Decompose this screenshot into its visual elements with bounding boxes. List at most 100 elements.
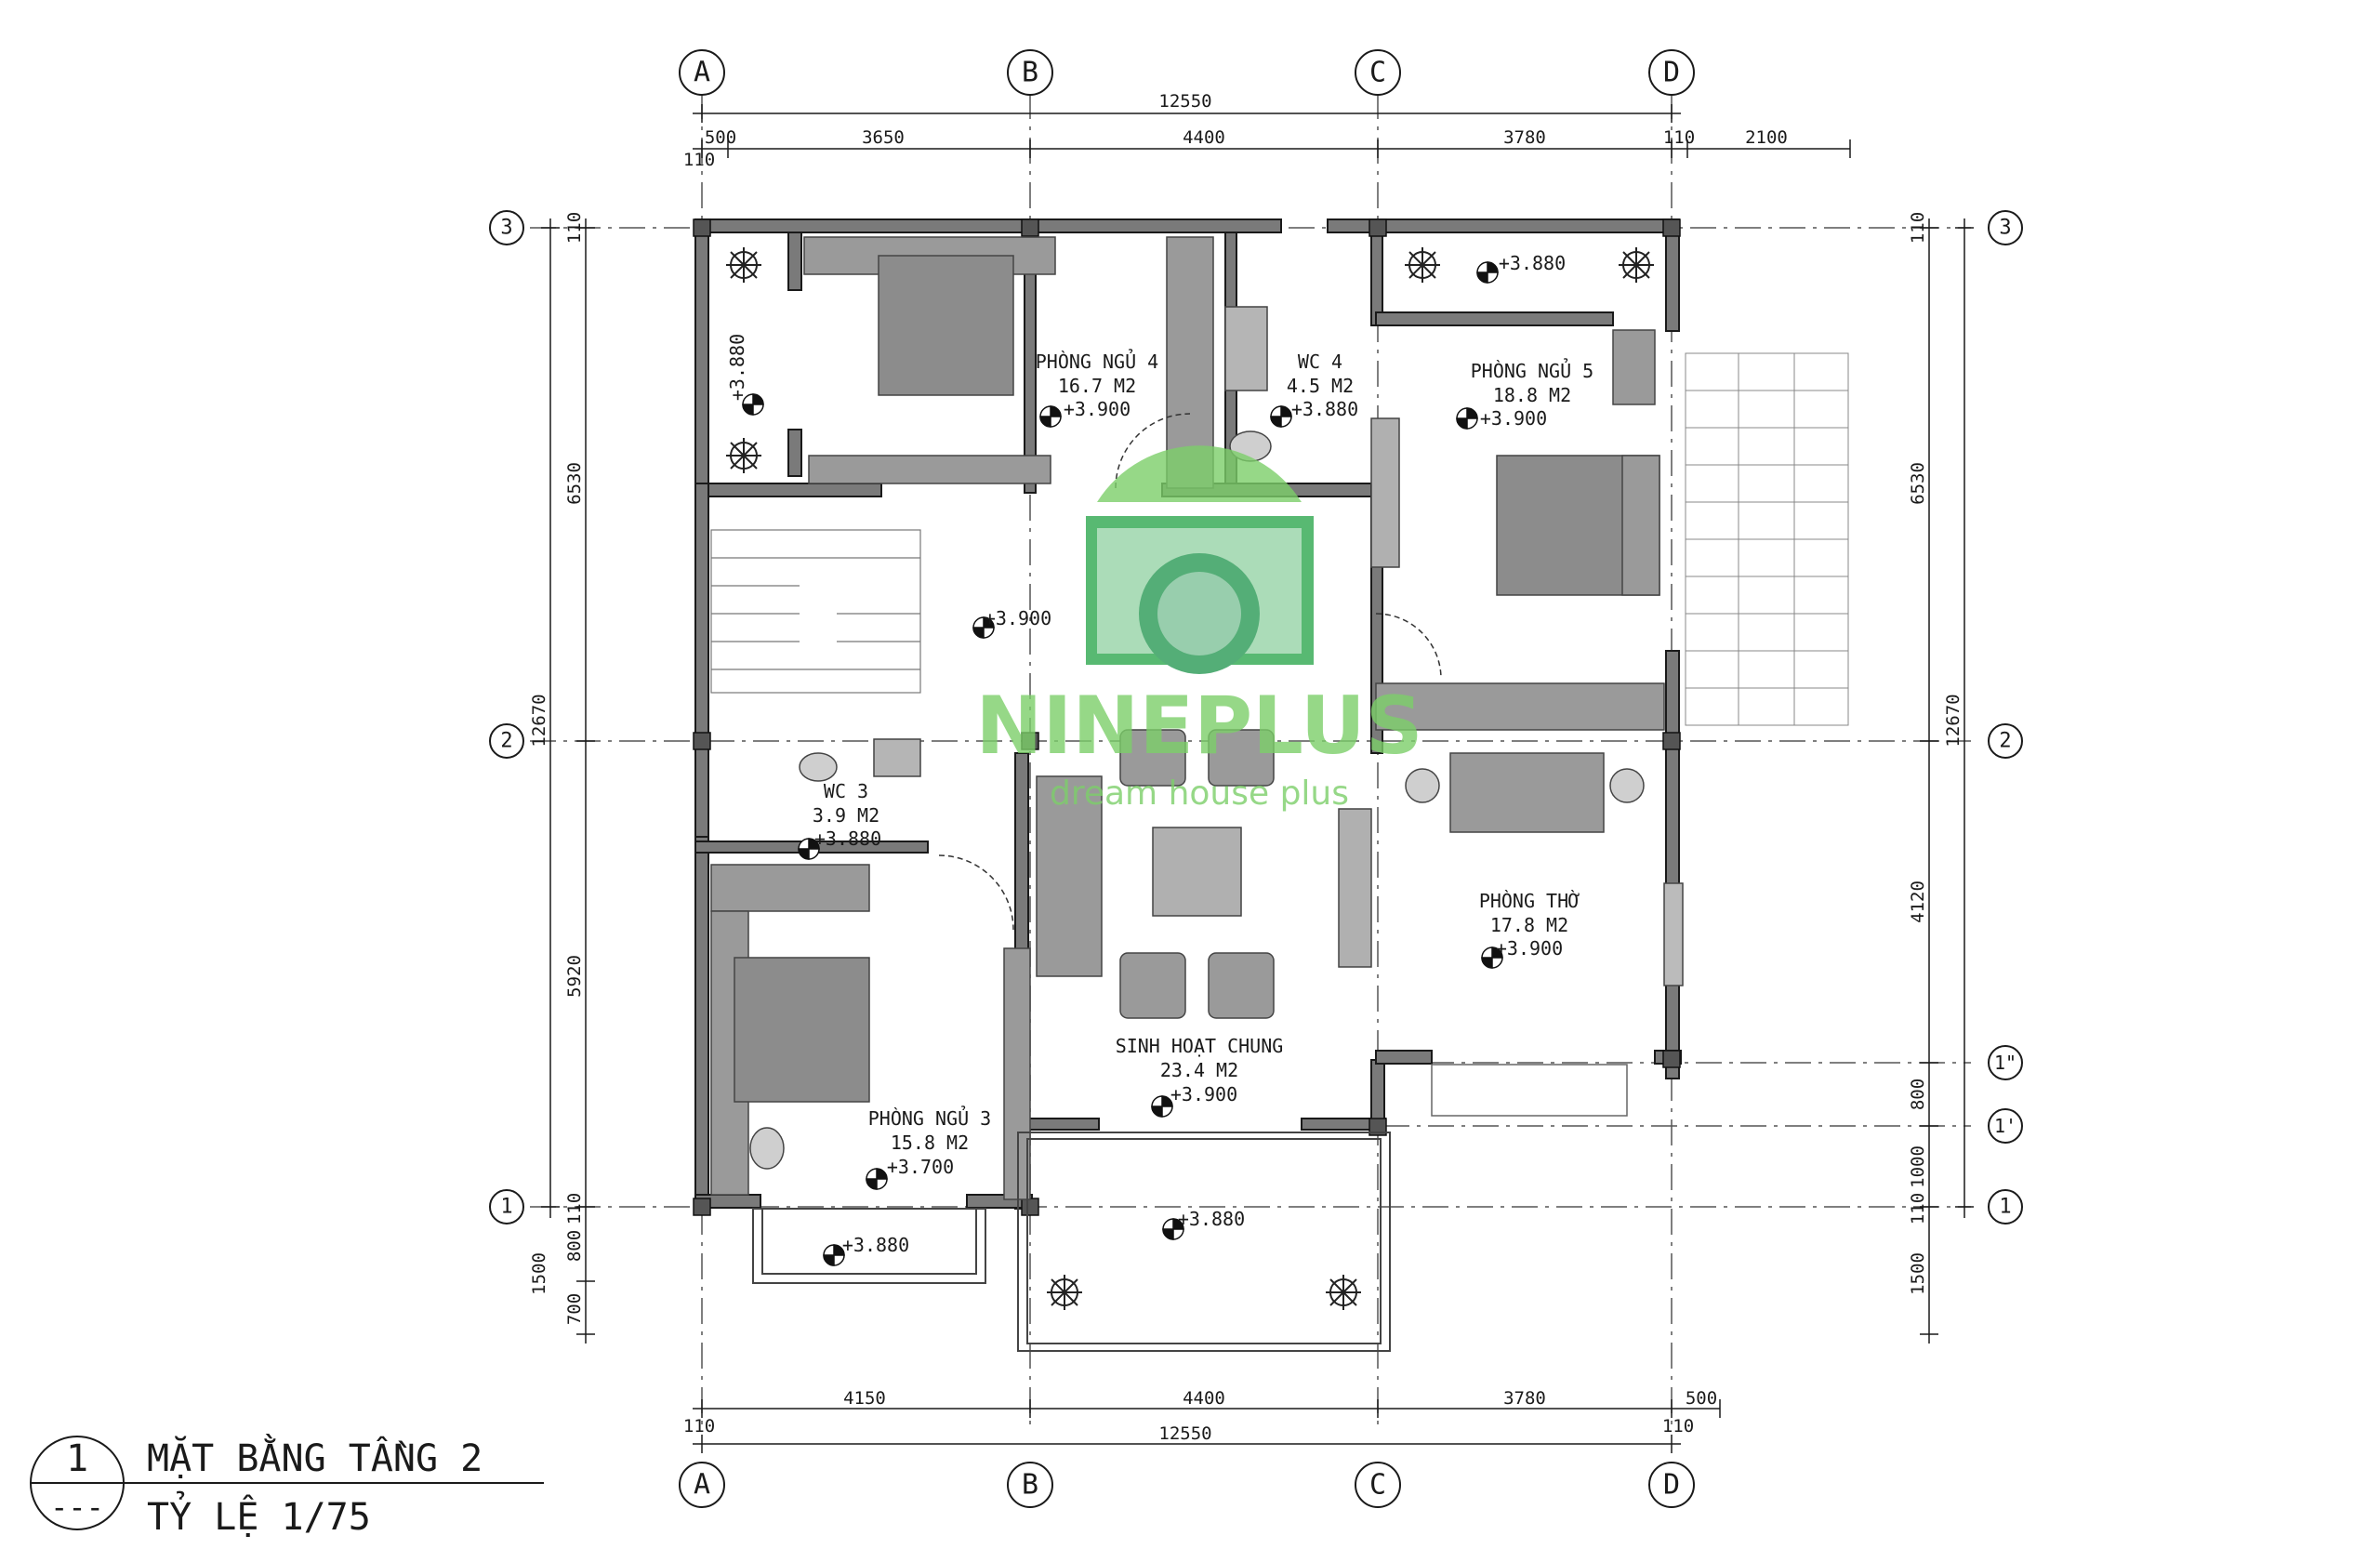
- drawing-title: MẶT BẰNG TẦNG 2: [147, 1433, 483, 1480]
- dim-right-4120: 4120: [1908, 880, 1928, 923]
- level-balcony-top-left: +3.880: [726, 334, 748, 401]
- dim-top-2100: 2100: [1745, 127, 1788, 148]
- room-bedroom-3: PHÒNG NGỦ 3 15.8 M2 +3.700: [868, 1105, 991, 1178]
- dimension-text: 12550 500 3650 4400 3780 110 2100 110 41…: [529, 91, 1964, 1444]
- svg-text:4.5 M2: 4.5 M2: [1287, 375, 1354, 397]
- dim-left-700: 700: [564, 1293, 585, 1325]
- dim-top-3650: 3650: [862, 127, 905, 148]
- svg-text:PHÒNG THỜ: PHÒNG THỜ: [1479, 890, 1580, 912]
- axis-row-3: 3: [500, 217, 512, 240]
- level-balcony-bottom-mid: +3.880: [1178, 1208, 1245, 1230]
- brand-watermark: NINEPLUS dream house plus: [975, 445, 1423, 813]
- svg-text:WC 3: WC 3: [824, 780, 868, 802]
- dim-top-110: 110: [1663, 127, 1695, 148]
- svg-text:SINH HOẠT CHUNG: SINH HOẠT CHUNG: [1116, 1035, 1284, 1057]
- dim-right-1000: 1000: [1908, 1145, 1928, 1188]
- dim-bottom-right-110: 110: [1662, 1416, 1694, 1436]
- axis-col-b: B: [1022, 57, 1038, 89]
- dim-left-110-top: 110: [564, 212, 585, 244]
- level-labels: +3.880 +3.880 +3.900 +3.880 +3.880: [726, 252, 1566, 1256]
- dim-left-balcony: 1500: [529, 1252, 549, 1295]
- dim-bottom-4150: 4150: [843, 1388, 886, 1409]
- plant-icons: [726, 247, 1654, 1310]
- room-wc-3: WC 3 3.9 M2 +3.880: [813, 780, 881, 850]
- level-balcony-top-right: +3.880: [1499, 252, 1566, 274]
- dim-left-110-bottom: 110: [564, 1193, 585, 1224]
- dim-bottom-4400: 4400: [1183, 1388, 1225, 1409]
- svg-text:WC 4: WC 4: [1298, 351, 1342, 373]
- svg-text:PHÒNG NGỦ 4: PHÒNG NGỦ 4: [1036, 349, 1158, 373]
- svg-text:23.4 M2: 23.4 M2: [1160, 1059, 1238, 1081]
- svg-text:15.8 M2: 15.8 M2: [891, 1132, 969, 1154]
- dim-left-6530: 6530: [564, 462, 585, 505]
- axis-row-3-right: 3: [1999, 217, 2011, 240]
- axis-row-1-right: 1: [1999, 1196, 2011, 1219]
- plant-icon-1: [726, 247, 761, 283]
- level-hall: +3.900: [985, 607, 1051, 629]
- svg-text:3.9 M2: 3.9 M2: [813, 804, 879, 827]
- svg-text:PHÒNG NGỦ 3: PHÒNG NGỦ 3: [868, 1105, 991, 1130]
- dim-right-110-bottom: 110: [1908, 1193, 1928, 1224]
- axis-row-1: 1: [500, 1196, 512, 1219]
- door-swings: [938, 413, 1442, 931]
- axis-col-d-bottom: D: [1663, 1469, 1680, 1502]
- dim-right-110-top: 110: [1908, 212, 1928, 244]
- plant-icon-3: [1405, 247, 1440, 283]
- plant-icon-4: [1619, 247, 1654, 283]
- axis-row-1p: 1': [1994, 1115, 2016, 1137]
- dim-left-800: 800: [564, 1230, 585, 1262]
- roof-tiles: [1685, 352, 1849, 726]
- axis-col-a-bottom: A: [694, 1469, 710, 1502]
- room-bedroom-4: PHÒNG NGỦ 4 16.7 M2 +3.900: [1036, 349, 1158, 420]
- walls: [694, 218, 1682, 1210]
- dim-right-total: 12670: [1943, 694, 1964, 747]
- watermark-tagline: dream house plus: [1050, 774, 1349, 813]
- axis-row-2-right: 2: [1999, 730, 2011, 753]
- dim-bottom-left-110: 110: [683, 1416, 715, 1436]
- axis-labels: A B C D A B C D 3 2 1 3 2 1 1" 1': [500, 57, 2016, 1502]
- dim-top-3780: 3780: [1503, 127, 1546, 148]
- svg-text:+3.880: +3.880: [814, 827, 881, 850]
- axis-col-c-bottom: C: [1369, 1469, 1386, 1502]
- svg-text:17.8 M2: 17.8 M2: [1490, 914, 1568, 936]
- axis-row-2: 2: [500, 730, 512, 753]
- level-markers: [742, 261, 1503, 1266]
- axis-col-a: A: [694, 57, 710, 89]
- axis-col-c: C: [1369, 57, 1386, 89]
- room-wc-4: WC 4 4.5 M2 +3.880: [1287, 351, 1358, 420]
- axis-col-b-bottom: B: [1022, 1469, 1038, 1502]
- svg-text:+3.900: +3.900: [1480, 407, 1547, 430]
- drawing-dashes: ---: [50, 1489, 104, 1525]
- level-balcony-bottom-left: +3.880: [842, 1234, 909, 1256]
- dim-bottom-500: 500: [1686, 1388, 1717, 1409]
- balconies: [752, 1132, 1391, 1352]
- dim-right-800: 800: [1908, 1079, 1928, 1110]
- dim-left-total: 12670: [529, 694, 549, 747]
- axis-col-d: D: [1663, 57, 1680, 89]
- furniture: [710, 236, 1684, 1200]
- axis-bubbles: [489, 49, 2023, 1508]
- room-living: SINH HOẠT CHUNG 23.4 M2 +3.900: [1116, 1035, 1284, 1105]
- dim-bottom-total: 12550: [1158, 1423, 1211, 1444]
- svg-text:+3.900: +3.900: [1064, 398, 1130, 420]
- drawing-number: 1: [66, 1437, 88, 1480]
- room-labels: PHÒNG NGỦ 4 16.7 M2 +3.900 WC 4 4.5 M2 +…: [813, 349, 1593, 1178]
- plant-icon-6: [1326, 1275, 1361, 1310]
- drawing-scale: TỶ LỆ 1/75: [147, 1490, 371, 1539]
- svg-text:+3.880: +3.880: [1291, 398, 1358, 420]
- svg-text:18.8 M2: 18.8 M2: [1493, 384, 1571, 406]
- room-bedroom-5: PHÒNG NGỦ 5 18.8 M2 +3.900: [1471, 358, 1593, 430]
- dim-top-4400: 4400: [1183, 127, 1225, 148]
- dim-top-total: 12550: [1158, 91, 1211, 112]
- svg-text:16.7 M2: 16.7 M2: [1058, 375, 1136, 397]
- dimension-lines: [541, 104, 1974, 1453]
- svg-text:PHÒNG NGỦ 5: PHÒNG NGỦ 5: [1471, 358, 1593, 382]
- dim-bottom-3780: 3780: [1503, 1388, 1546, 1409]
- dim-left-5920: 5920: [564, 955, 585, 998]
- dim-top-left-110: 110: [683, 150, 715, 170]
- dim-right-balcony: 1500: [1908, 1252, 1928, 1295]
- dim-right-6530: 6530: [1908, 462, 1928, 505]
- plant-icon-2: [726, 438, 761, 473]
- room-altar: PHÒNG THỜ 17.8 M2 +3.900: [1479, 890, 1580, 960]
